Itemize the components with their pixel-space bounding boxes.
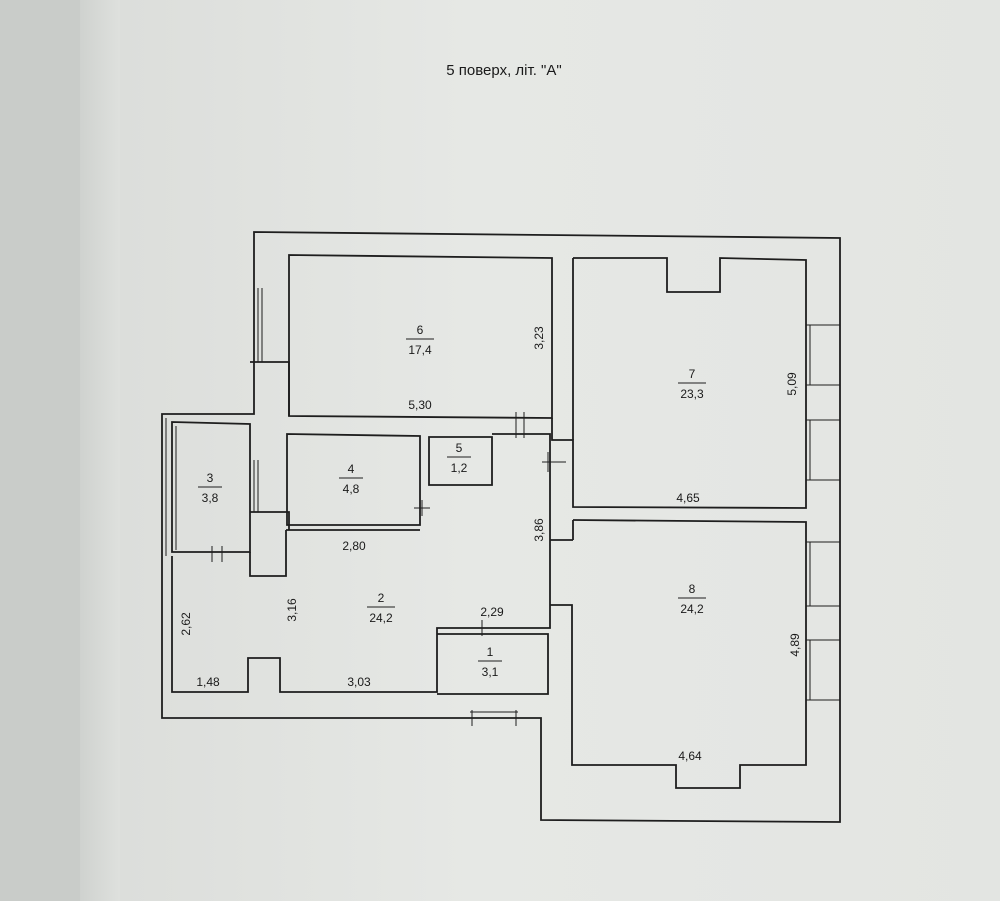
- room-7-outline: [551, 257, 807, 509]
- dim-hall-left: 2,62: [179, 612, 193, 636]
- room-label-8: 8 24,2: [678, 582, 706, 616]
- outer-wall: [161, 231, 841, 823]
- floor-title-text: 5 поверх, літ. "А": [446, 62, 562, 79]
- svg-text:23,3: 23,3: [680, 387, 704, 401]
- dim-hall-bottom: 3,03: [347, 675, 371, 689]
- dim-hall-right: 2,29: [480, 605, 504, 619]
- paper-sheet: [120, 0, 1000, 901]
- svg-text:1,2: 1,2: [451, 461, 468, 475]
- page-edge: [80, 0, 122, 901]
- window-left-upper: [253, 288, 263, 362]
- door-marks: [211, 412, 566, 726]
- svg-text:4: 4: [348, 462, 355, 476]
- dim-room8-height: 4,89: [788, 633, 802, 657]
- room-label-5: 5 1,2: [447, 441, 471, 475]
- room-label-3: 3 3,8: [198, 471, 222, 505]
- dim-hall-height: 3,86: [532, 518, 546, 542]
- svg-text:24,2: 24,2: [680, 602, 704, 616]
- floor-title: 5 поверх, літ. "А": [0, 62, 1000, 79]
- svg-text:17,4: 17,4: [408, 343, 432, 357]
- room-1-outline: [437, 633, 549, 695]
- svg-text:3,1: 3,1: [482, 665, 499, 679]
- svg-text:6: 6: [417, 323, 424, 337]
- svg-text:2: 2: [378, 591, 385, 605]
- room-4-outline: [286, 433, 421, 526]
- svg-text:7: 7: [689, 367, 696, 381]
- window-right-4: [805, 639, 841, 701]
- dim-room4-width: 2,80: [342, 539, 366, 553]
- svg-text:3: 3: [207, 471, 214, 485]
- room-label-7: 7 23,3: [678, 367, 706, 401]
- room-label-2: 2 24,2: [367, 591, 395, 625]
- dim-hall-bottom-left: 1,48: [196, 675, 220, 689]
- room-label-6: 6 17,4: [406, 323, 434, 357]
- room-2-outline: [171, 433, 551, 693]
- svg-text:8: 8: [689, 582, 696, 596]
- corridor-column: [249, 361, 290, 577]
- room-5-outline: [428, 436, 493, 486]
- window-right-3: [805, 541, 841, 607]
- svg-text:3,8: 3,8: [202, 491, 219, 505]
- dim-hall-middle: 3,16: [285, 598, 299, 622]
- window-right-2: [805, 419, 841, 481]
- svg-text:24,2: 24,2: [369, 611, 393, 625]
- window-left-middle: [253, 460, 259, 512]
- room-label-4: 4 4,8: [339, 462, 363, 496]
- window-right-1: [805, 324, 841, 386]
- room-label-1: 1 3,1: [478, 645, 502, 679]
- dim-room8-width: 4,64: [678, 749, 702, 763]
- room-8-outline: [550, 519, 807, 789]
- dim-room6-width: 5,30: [408, 398, 432, 412]
- svg-text:4,8: 4,8: [343, 482, 360, 496]
- dim-room6-height: 3,23: [532, 326, 546, 350]
- svg-text:1: 1: [487, 645, 494, 659]
- dim-room7-height: 5,09: [785, 372, 799, 396]
- svg-text:5: 5: [456, 441, 463, 455]
- dim-room7-width: 4,65: [676, 491, 700, 505]
